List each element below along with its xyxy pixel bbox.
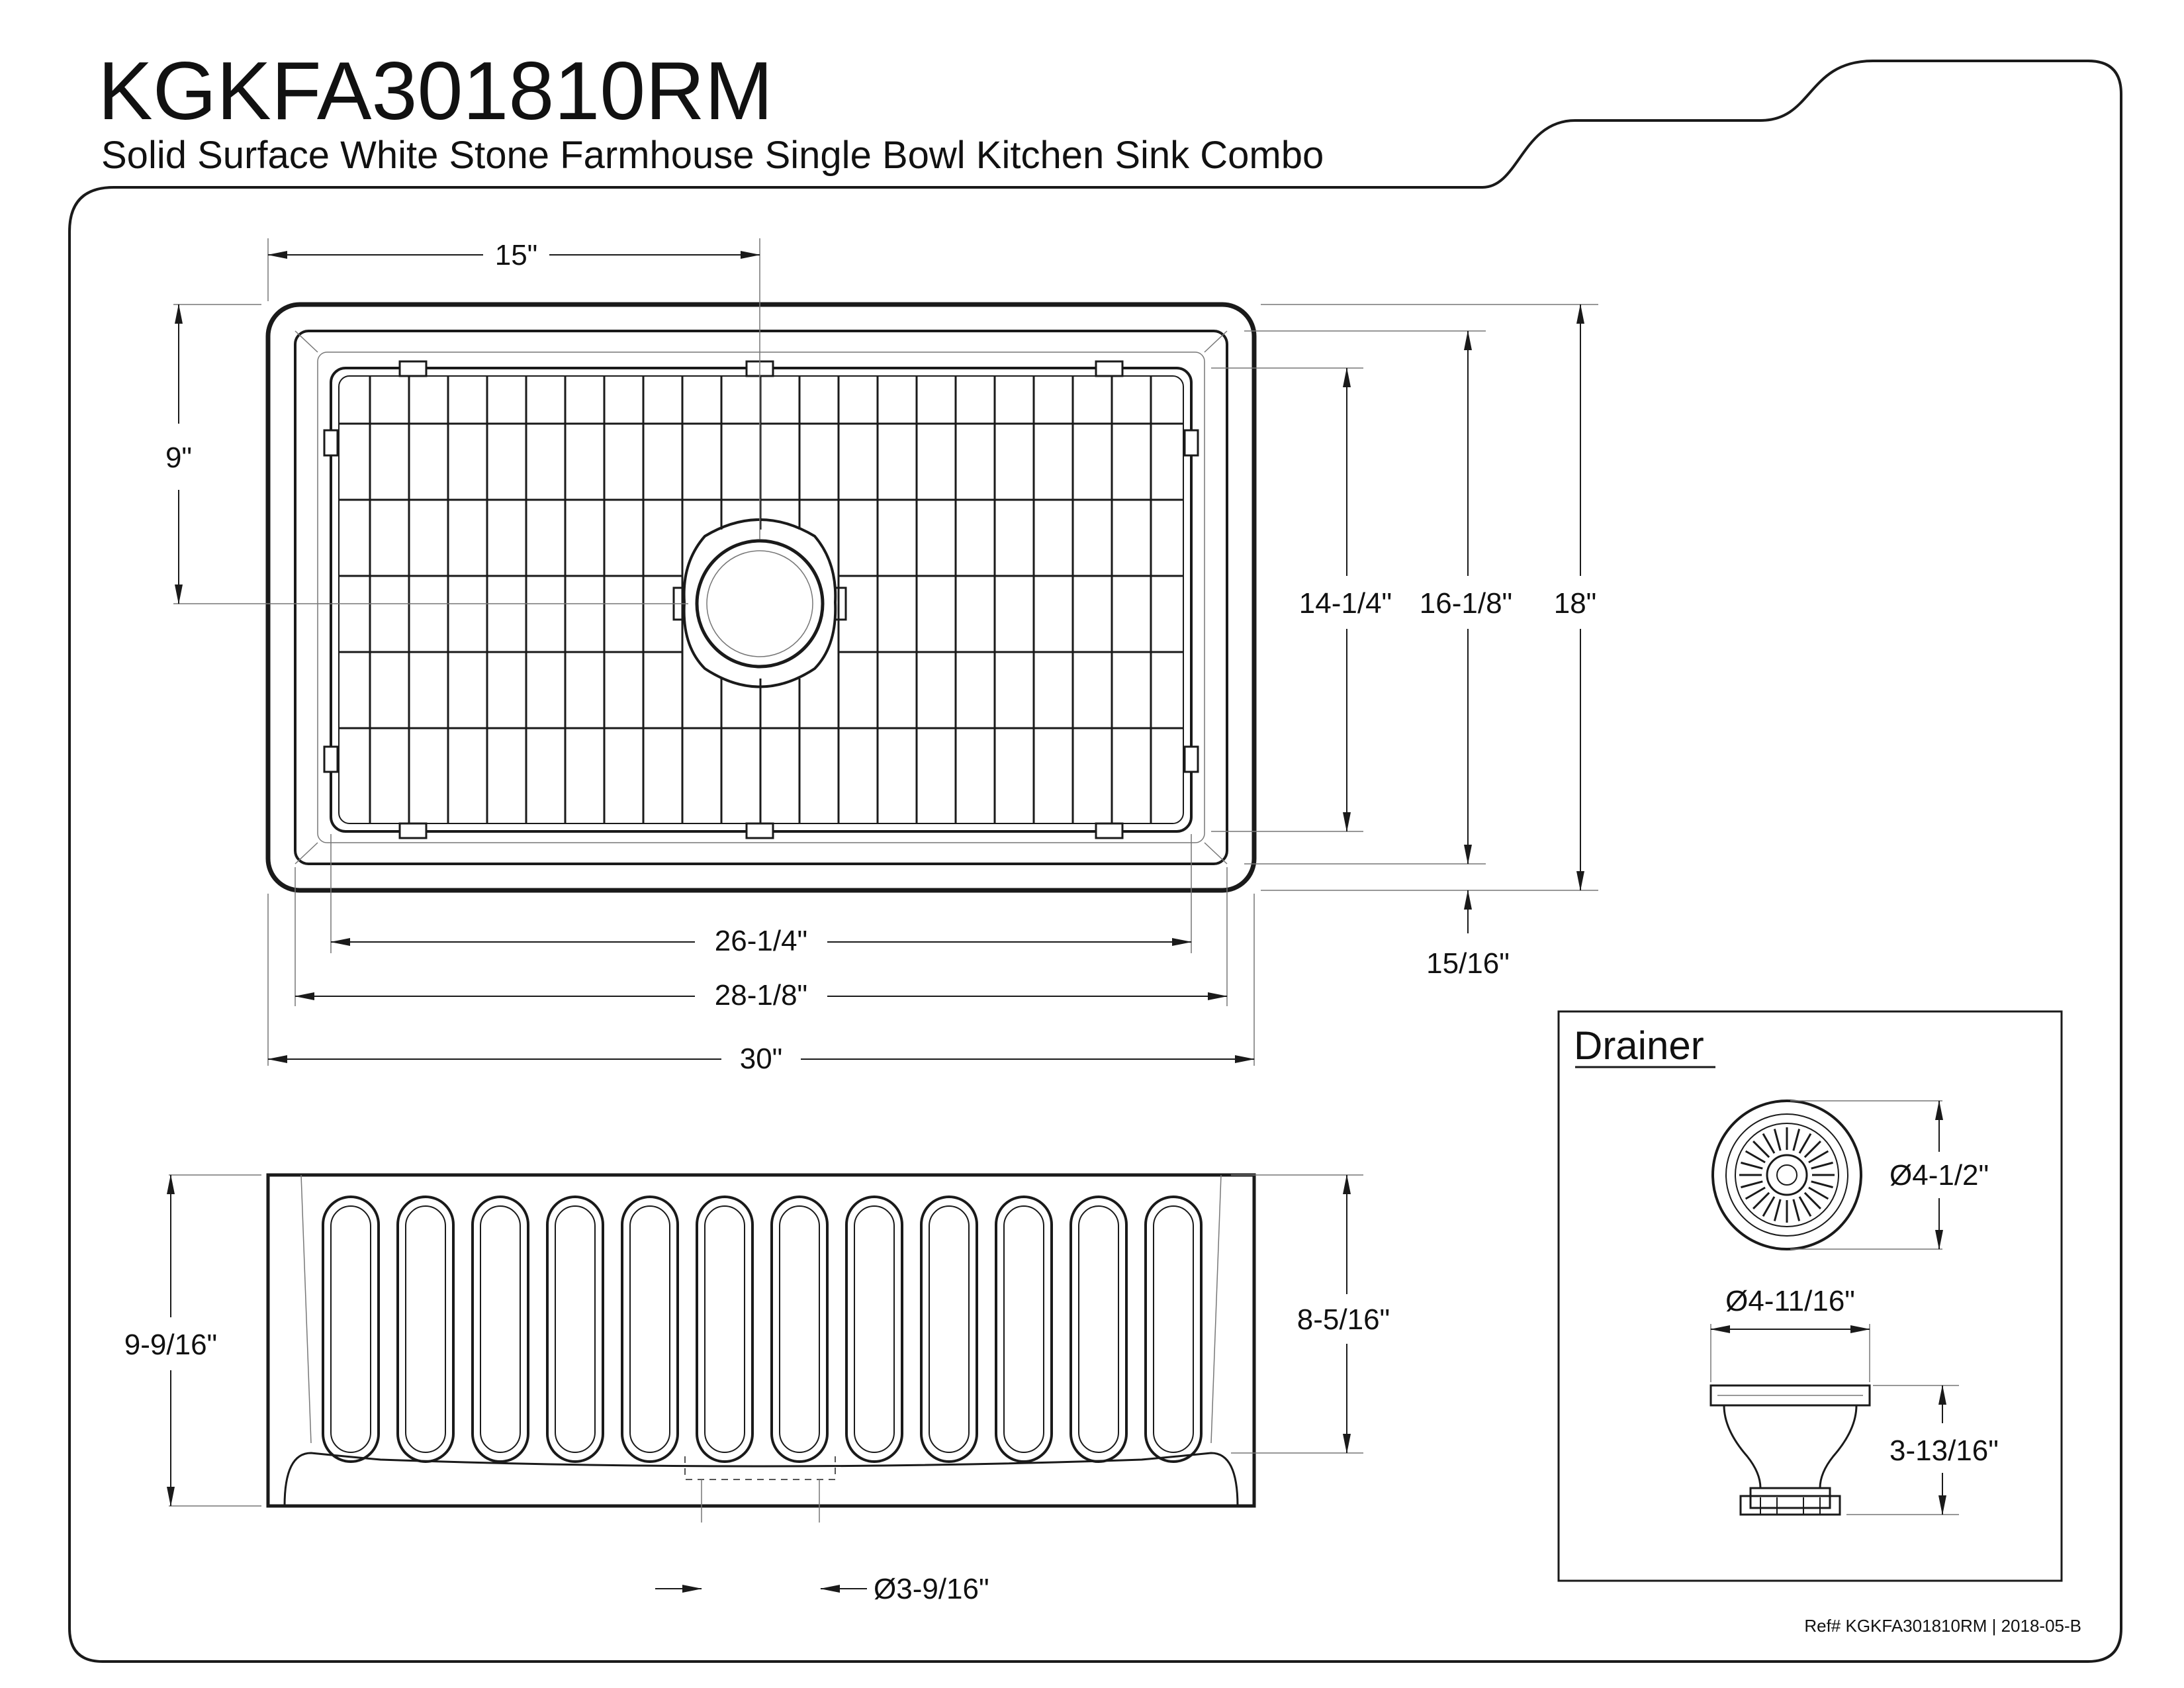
apron-flute-inner [330,1205,371,1453]
dim-body-diameter: Ø4-11/16" [1725,1285,1855,1317]
apron-flute [471,1196,529,1463]
dim-bowl-depth: 16-1/8" [1420,587,1512,620]
apron-flute [995,1196,1053,1463]
strainer-slot [1803,1141,1821,1158]
apron-flute-inner [629,1205,670,1453]
dim-overall-width: 30" [740,1043,783,1075]
strainer-slot [1803,1192,1821,1209]
strainer-slot [1798,1196,1812,1217]
strainer-slot [1752,1192,1770,1209]
apron-flute [845,1196,903,1463]
strainer-top [1711,1100,1862,1250]
strainer-slot [1741,1161,1763,1170]
apron-flute [696,1196,754,1463]
front-view: 9-9/16" 8-5/16" Ø3-9/16" [124,1173,1390,1605]
dim-grid-width: 26-1/4" [715,925,807,957]
apron-flutes [322,1196,1203,1463]
dim-drain-diameter: Ø3-9/16" [874,1573,989,1605]
apron-flute-inner [854,1205,895,1453]
strainer-slot [1762,1196,1776,1217]
apron-flute-inner [704,1205,745,1453]
strainer-slot [1811,1180,1833,1189]
dim-bowl-width: 28-1/8" [715,979,807,1011]
strainer-slot [1773,1129,1782,1151]
apron-flute-inner [555,1205,596,1453]
strainer-slot [1808,1150,1829,1164]
apron-flute [1069,1196,1128,1463]
sheet-frame [68,60,2122,1663]
dim-bowl-height: 8-5/16" [1297,1303,1390,1336]
strainer-slot [1762,1133,1776,1154]
apron-flute [322,1196,380,1463]
apron-flute-inner [480,1205,521,1453]
dim-apron-height: 9-9/16" [124,1329,217,1361]
dim-drainer-height: 3-13/16" [1889,1434,1999,1467]
apron-flute-inner [779,1205,820,1453]
model-number: KGKFA301810RM [98,46,773,137]
apron-flute [920,1196,978,1463]
apron-flute-inner [929,1205,970,1453]
apron-flute-inner [1003,1205,1044,1453]
dim-drain-offset-y: 9" [165,442,192,474]
product-description: Solid Surface White Stone Farmhouse Sing… [101,134,1324,177]
dim-flange-diameter: Ø4-1/2" [1889,1159,1989,1192]
strainer-slot [1811,1161,1833,1170]
apron-flute [1144,1196,1203,1463]
apron-flute-inner [405,1205,446,1453]
sink-outer-rim [265,302,1257,893]
strainer-slot [1741,1180,1763,1189]
drainer-heading: Drainer [1574,1023,1704,1068]
reference-code: Ref# KGKFA301810RM | 2018-05-B [1804,1616,2081,1636]
apron-flute-inner [1078,1205,1119,1453]
bottom-grid [323,360,1199,839]
strainer-slot [1745,1150,1766,1164]
dim-overall-depth: 18" [1554,587,1597,620]
dim-drain-offset-x: 15" [495,239,538,271]
dim-grid-depth: 14-1/4" [1299,587,1392,620]
top-view: 15" 9" 14-1/4" 16-1/8" 18" 26-1/4" 28-1/… [165,238,1608,1077]
strainer-side [1709,1384,1871,1516]
apron-flute [621,1196,679,1463]
strainer-slot [1792,1199,1801,1221]
apron-flute [546,1196,604,1463]
drain-opening [672,518,847,688]
sink-inner-bowl [294,330,1228,865]
strainer-slot [1773,1199,1782,1221]
strainer-slot [1745,1186,1766,1200]
strainer-slot [1808,1186,1829,1200]
apron-flute-inner [1153,1205,1194,1453]
strainer-slot [1792,1129,1801,1151]
apron-flute [396,1196,455,1463]
strainer-slot [1752,1141,1770,1158]
dim-rim-thickness: 15/16" [1426,947,1510,980]
apron-outline [266,1173,1256,1508]
strainer-slot [1798,1133,1812,1154]
drainer-panel: Drainer [1557,1010,2063,1582]
apron-flute [770,1196,829,1463]
